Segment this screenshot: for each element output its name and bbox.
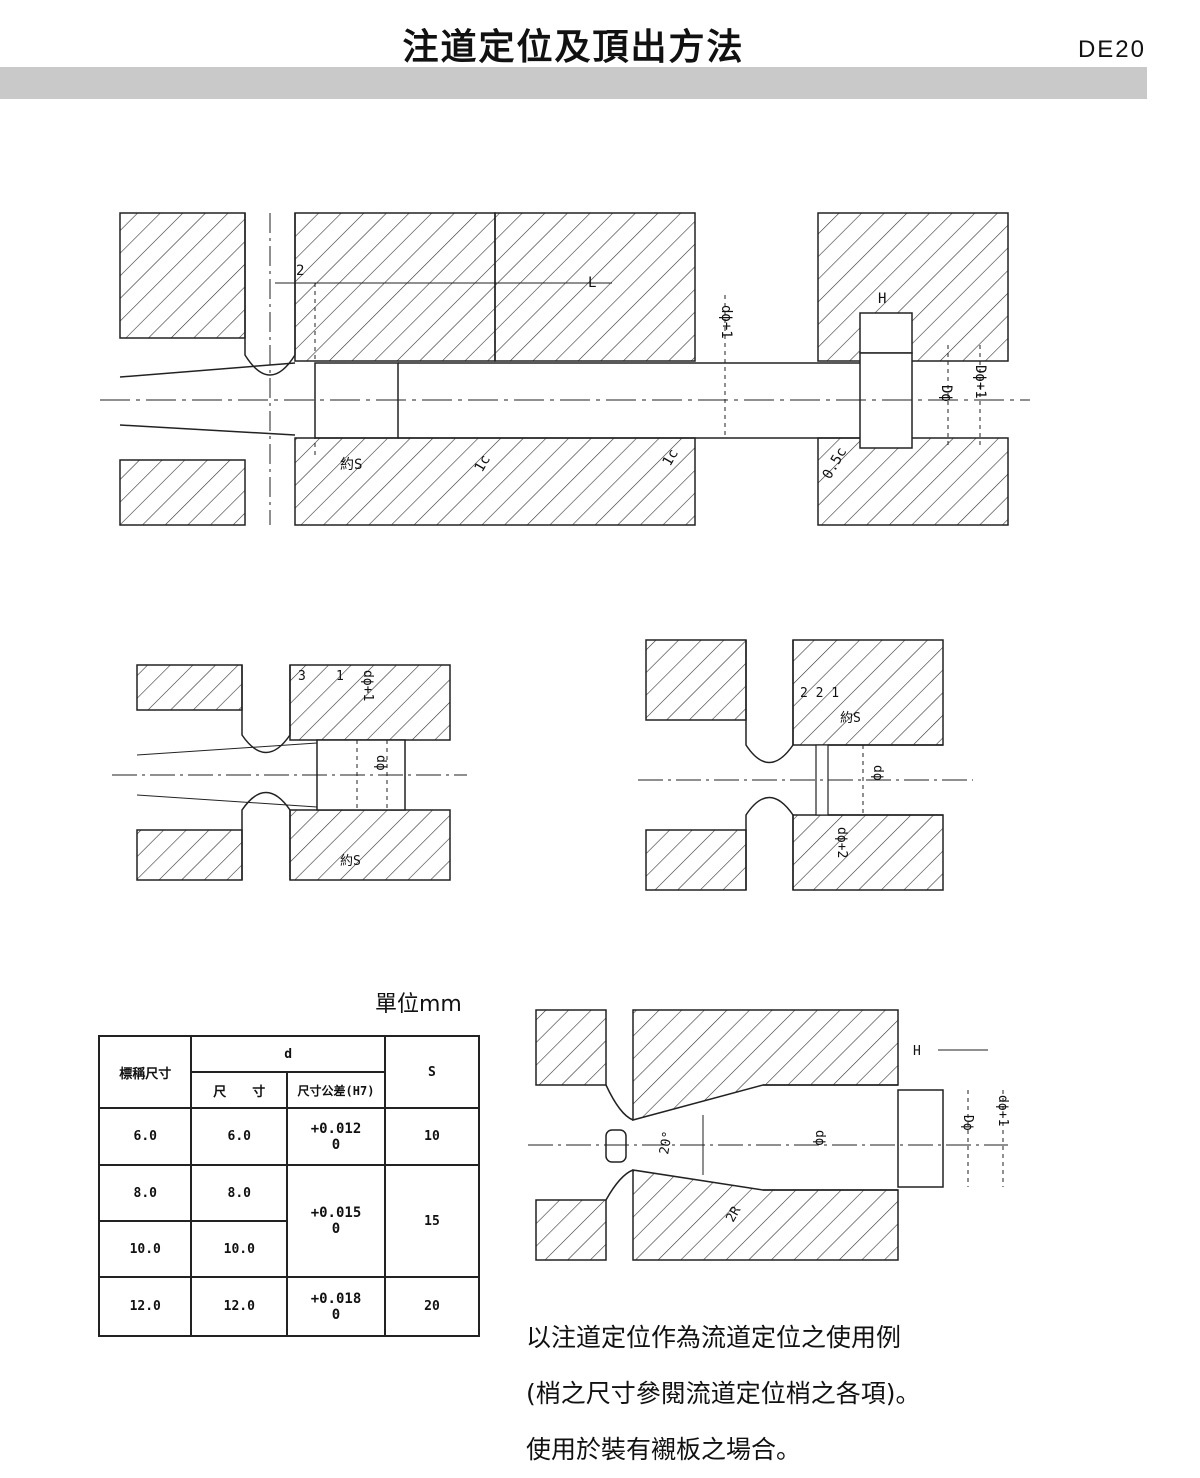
row-nominal: 8.0	[97, 1164, 193, 1222]
note-line: 以注道定位作為流道定位之使用例	[526, 1323, 902, 1352]
header-d: d	[190, 1035, 386, 1073]
left-label-d1: dϕ+1	[360, 670, 375, 701]
note-line: (梢之尺寸參閱流道定位梢之各項)。	[526, 1379, 921, 1408]
main-label-H: H	[878, 291, 886, 307]
row-nominal: 10.0	[97, 1220, 193, 1278]
main-label-1c-b: 1c	[660, 446, 682, 469]
header-nominal: 標稱尺寸	[97, 1035, 193, 1109]
main-label-S: 約S	[340, 457, 362, 473]
left-label-1: 1	[336, 669, 344, 684]
header-bar	[0, 67, 1147, 99]
bottom-label-d: dϕ	[812, 1130, 827, 1146]
notes: 以注道定位作為流道定位之使用例 (梢之尺寸參閱流道定位梢之各項)。 使用於裝有襯…	[526, 1310, 921, 1478]
row-s: 15	[383, 1164, 481, 1278]
main-label-1c-a: 1c	[472, 452, 494, 475]
right-figure: 2 2 1 約S dϕ dϕ+2	[638, 639, 973, 891]
right-label-S: 約S	[840, 711, 861, 726]
main-label-D1: Dϕ+1	[972, 365, 988, 399]
row-size: 6.0	[190, 1107, 289, 1166]
row-nominal: 12.0	[97, 1276, 193, 1337]
main-label-L: L	[588, 275, 596, 291]
note-line: 使用於裝有襯板之場合。	[526, 1435, 802, 1464]
row-size: 10.0	[190, 1220, 289, 1278]
left-label-S: 約S	[340, 854, 361, 869]
right-label-d2: dϕ+2	[834, 827, 849, 858]
left-label-3: 3	[298, 669, 306, 684]
row-size: 8.0	[190, 1164, 289, 1222]
left-figure: 3 1 dϕ+1 dϕ 約S	[112, 664, 467, 881]
main-label-d1: dϕ+1	[718, 305, 734, 339]
header-s: S	[383, 1035, 481, 1109]
bottom-label-d1: dϕ+1	[995, 1095, 1010, 1126]
bottom-label-20: 20°	[657, 1130, 676, 1156]
main-label-D: Dϕ	[938, 385, 954, 402]
page-title: 注道定位及頂出方法	[402, 27, 745, 68]
bottom-label-H: H	[913, 1044, 921, 1059]
row-size: 12.0	[190, 1276, 289, 1337]
row-s: 10	[383, 1107, 481, 1166]
unit-label: 單位mm	[375, 992, 462, 1017]
right-label-221: 2 2 1	[800, 686, 839, 701]
row-nominal: 6.0	[97, 1107, 193, 1166]
bottom-figure: H 20° dϕ Dϕ dϕ+1 2R	[528, 1009, 1010, 1261]
page-code: DE20	[1077, 36, 1146, 63]
main-label-2: 2	[296, 263, 304, 279]
row-s: 20	[383, 1276, 481, 1337]
header-tolerance: 尺寸公差(H7)	[286, 1071, 386, 1109]
main-figure: 2 L H dϕ+1 Dϕ Dϕ+1 約S 1c 1c 0.5c	[100, 212, 1030, 526]
left-label-d: dϕ	[373, 755, 388, 771]
bottom-label-2R: 2R	[723, 1204, 744, 1225]
right-label-d: dϕ	[870, 765, 885, 781]
table-row: 10.0 10.0	[97, 1220, 479, 1278]
bottom-label-D: Dϕ	[960, 1115, 975, 1131]
header-size: 尺 寸	[190, 1071, 289, 1109]
